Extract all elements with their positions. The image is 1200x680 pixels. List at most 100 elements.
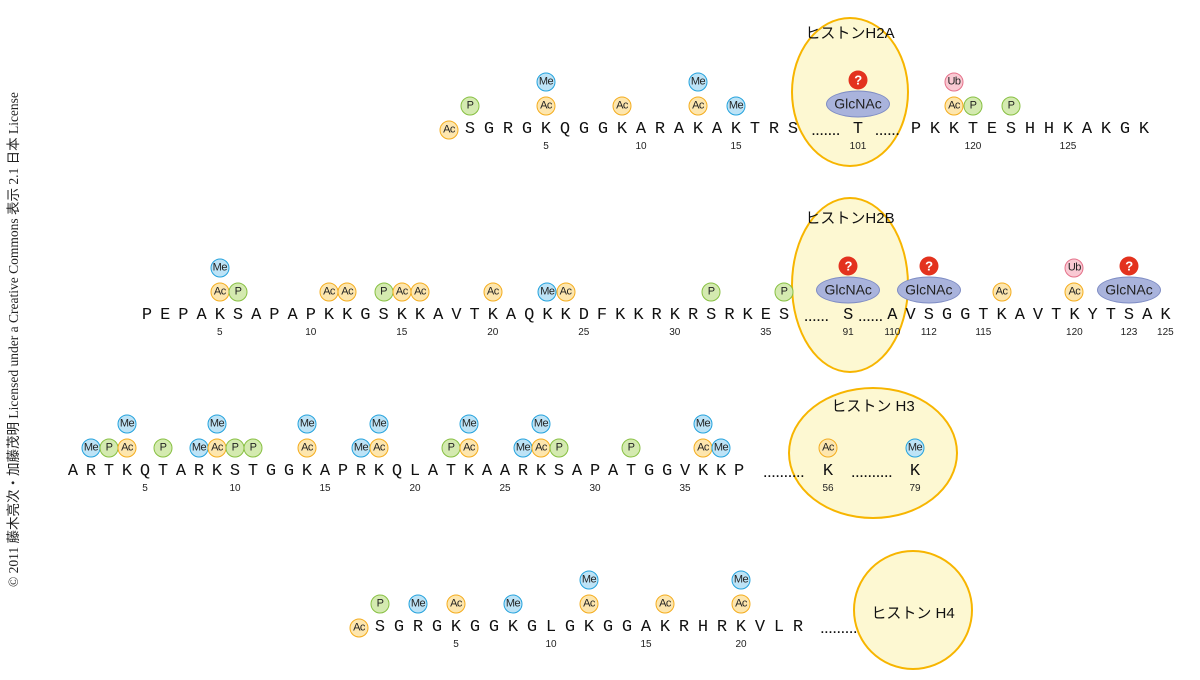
sequence-gap-dots: ......	[803, 306, 829, 325]
unknown-modification-badge: ?	[919, 256, 939, 276]
residue-number-label: 5	[543, 141, 549, 152]
ac-modification-badge: Ac	[688, 96, 708, 116]
sequence-gap-dots: ......	[857, 306, 883, 325]
residue-number-label: 125	[1059, 141, 1077, 152]
ac-modification-badge: Ac	[337, 282, 357, 302]
ac-modification-badge: Ac	[483, 282, 503, 302]
residue-sequence: ARTKQTARKSTGGKAPRKQLATKAARKSAPATGGVKKP	[67, 462, 752, 481]
ac-modification-badge: Ac	[210, 282, 230, 302]
copyright-notice: © 2011 藤木亮次・加藤茂明 Licensed under a Creati…	[6, 92, 21, 588]
ac-modification-badge: Ac	[579, 594, 599, 614]
ac-modification-badge: Ac	[693, 438, 713, 458]
residue-number-label: 120	[964, 141, 982, 152]
h4-highlight-circle	[853, 550, 973, 670]
me-modification-badge: Me	[711, 438, 731, 458]
sequence-gap-dots: ......	[874, 120, 900, 139]
residue-number-label: 20	[735, 639, 747, 650]
ac-modification-badge: Ac	[944, 96, 964, 116]
residue-number-label: 10	[229, 483, 241, 494]
residue-number-label: 10	[635, 141, 647, 152]
residue-number-label: 110	[884, 327, 901, 338]
residue-sequence: AVSGGTKAVTKYTSAK	[887, 306, 1179, 325]
p-modification-badge: P	[774, 282, 794, 302]
residue-sequence: SGRGKGGKGLGKGGAKRHRKVLR	[374, 618, 812, 637]
residue-sequence: SGRGKQGGKARAKAKTRS	[464, 120, 807, 139]
glcnac-modification-badge: GlcNAc	[1097, 276, 1161, 304]
me-modification-badge: Me	[503, 594, 523, 614]
p-modification-badge: P	[99, 438, 119, 458]
residue-number-label: 5	[453, 639, 459, 650]
ac-modification-badge: Ac	[446, 594, 466, 614]
h3-highlight-ellipse	[788, 387, 958, 519]
glcnac-modification-badge: GlcNAc	[896, 276, 961, 304]
p-modification-badge: P	[621, 438, 641, 458]
ac-modification-badge: Ac	[536, 96, 556, 116]
p-modification-badge: P	[460, 96, 480, 116]
residue-number-label: 15	[319, 483, 331, 494]
ac-modification-badge: Ac	[297, 438, 317, 458]
me-modification-badge: Me	[117, 414, 137, 434]
ac-modification-badge: Ac	[992, 282, 1012, 302]
unknown-modification-badge: ?	[838, 256, 858, 276]
ac-modification-badge: Ac	[531, 438, 551, 458]
me-modification-badge: Me	[210, 258, 230, 278]
me-modification-badge: Me	[351, 438, 371, 458]
residue-sequence: PKKTESHHKAKGK	[910, 120, 1158, 139]
sequence-gap-dots: ..........	[850, 462, 893, 481]
ac-modification-badge: Ac	[1064, 282, 1084, 302]
me-modification-badge: Me	[81, 438, 101, 458]
glcnac-modification-badge: GlcNAc	[826, 90, 890, 118]
ac-nterminal-badge: Ac	[439, 120, 459, 140]
residue-number-label: 91	[842, 327, 854, 338]
p-modification-badge: P	[374, 282, 394, 302]
unknown-modification-badge: ?	[848, 70, 868, 90]
residue-number-label: 30	[669, 327, 681, 338]
p-modification-badge: P	[441, 438, 461, 458]
me-modification-badge: Me	[189, 438, 209, 458]
unknown-modification-badge: ?	[1119, 256, 1139, 276]
ub-modification-badge: Ub	[1064, 258, 1084, 278]
ac-modification-badge: Ac	[410, 282, 430, 302]
ac-modification-badge: Ac	[319, 282, 339, 302]
p-modification-badge: P	[549, 438, 569, 458]
residue-number-label: 35	[760, 327, 772, 338]
ac-modification-badge: Ac	[655, 594, 675, 614]
residue-number-label: 15	[640, 639, 652, 650]
p-modification-badge: P	[153, 438, 173, 458]
ac-modification-badge: Ac	[117, 438, 137, 458]
residue-number-label: 10	[545, 639, 557, 650]
me-modification-badge: Me	[408, 594, 428, 614]
me-modification-badge: Me	[579, 570, 599, 590]
me-modification-badge: Me	[459, 414, 479, 434]
residue-number-label: 15	[730, 141, 742, 152]
ub-modification-badge: Ub	[944, 72, 964, 92]
h4-title: ヒストン H4	[871, 605, 955, 622]
residue-number-label: 25	[578, 327, 590, 338]
p-modification-badge: P	[243, 438, 263, 458]
p-modification-badge: P	[1001, 96, 1021, 116]
h2a-title: ヒストンH2A	[805, 25, 895, 42]
residue-number-label: 115	[975, 327, 992, 338]
residue-sequence: K	[822, 462, 841, 481]
me-modification-badge: Me	[726, 96, 746, 116]
residue-number-label: 120	[1066, 327, 1083, 338]
ac-modification-badge: Ac	[818, 438, 838, 458]
me-modification-badge: Me	[537, 282, 557, 302]
residue-number-label: 5	[142, 483, 148, 494]
me-modification-badge: Me	[531, 414, 551, 434]
ac-modification-badge: Ac	[556, 282, 576, 302]
residue-number-label: 112	[920, 327, 937, 338]
residue-number-label: 56	[822, 483, 834, 494]
sequence-gap-dots: ..........	[762, 462, 805, 481]
glcnac-modification-badge: GlcNAc	[816, 276, 881, 304]
p-modification-badge: P	[228, 282, 248, 302]
ac-modification-badge: Ac	[612, 96, 632, 116]
ac-nterminal-badge: Ac	[349, 618, 369, 638]
me-modification-badge: Me	[905, 438, 925, 458]
p-modification-badge: P	[701, 282, 721, 302]
residue-sequence: PEPAKSAPAPKKGSKKAVTKAQKKDFKKRKRSRKES	[141, 306, 798, 325]
me-modification-badge: Me	[536, 72, 556, 92]
p-modification-badge: P	[963, 96, 983, 116]
sequence-gap-dots: .........	[819, 618, 858, 637]
